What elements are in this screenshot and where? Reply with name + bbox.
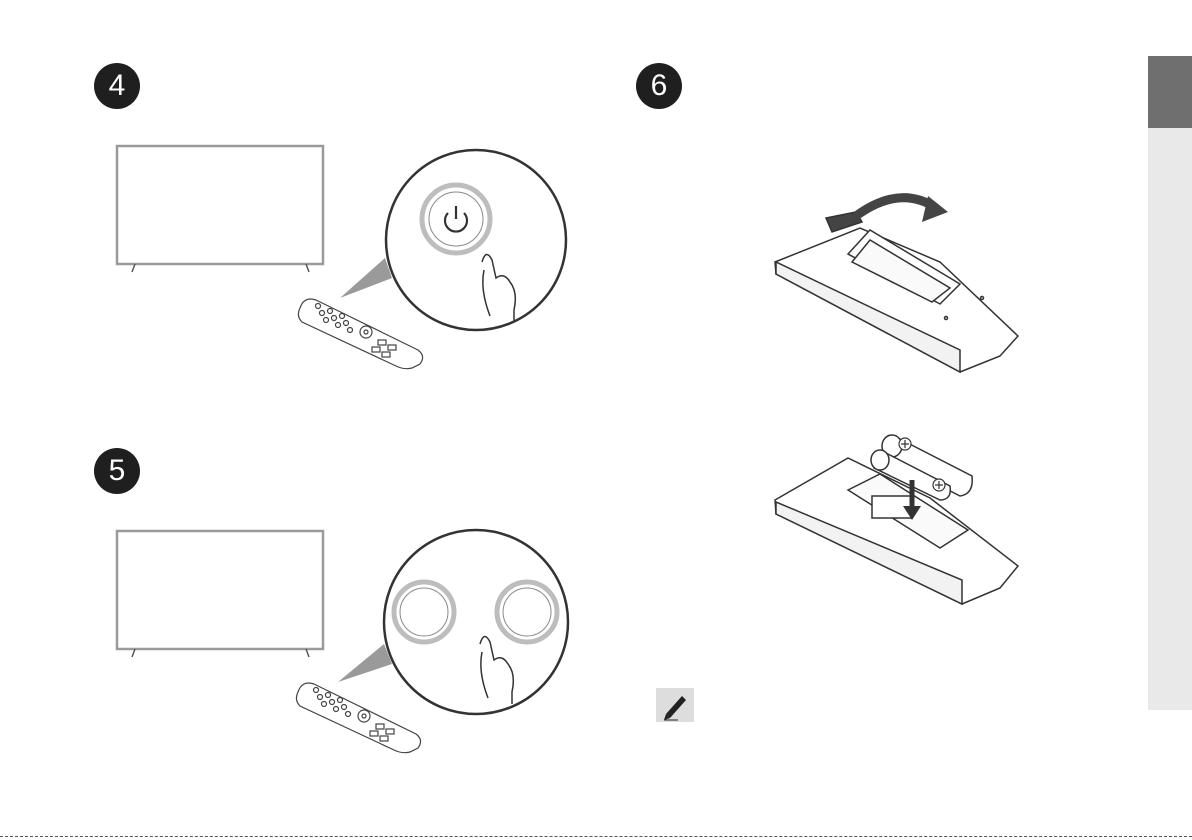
pencil-note-icon (656, 688, 694, 722)
zoom-beam-5 (338, 644, 392, 682)
remote-back-cover-open (775, 212, 1018, 372)
remote-battery-insert (775, 458, 1018, 604)
side-tab-track (1148, 56, 1192, 710)
step6-illustration (0, 0, 1100, 640)
open-arrow (856, 198, 936, 216)
page-footer-rule (0, 836, 1192, 837)
remote-illustration-5 (296, 683, 420, 753)
side-tab-active-section (1148, 56, 1192, 128)
